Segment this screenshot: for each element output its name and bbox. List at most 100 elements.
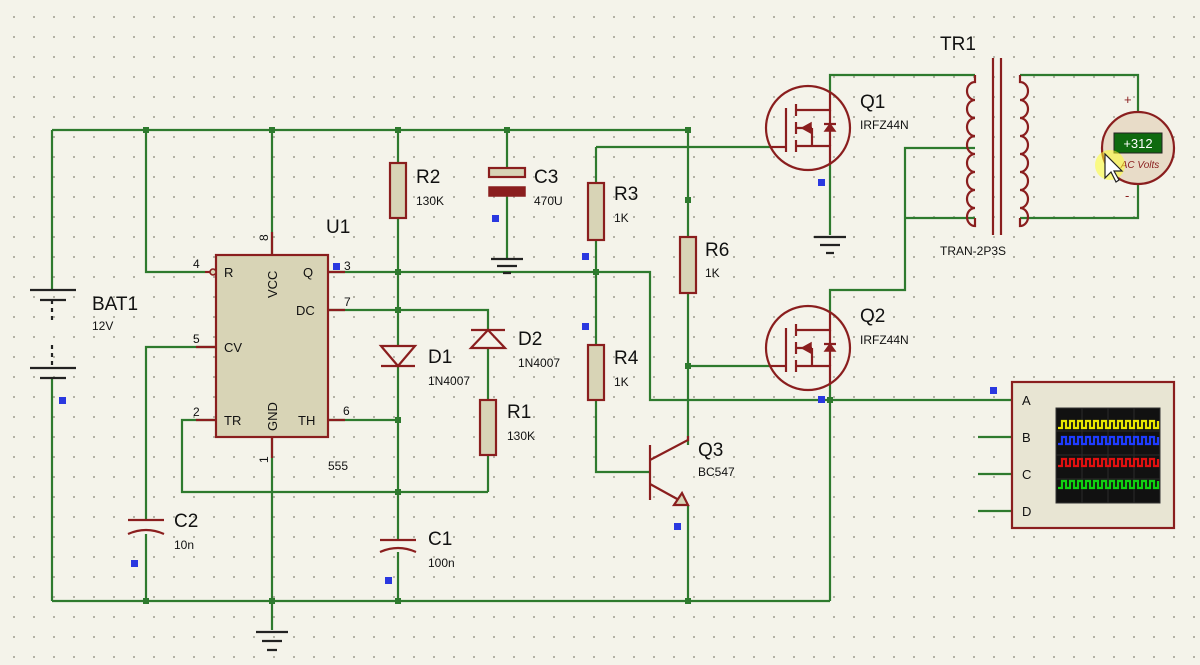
wire-discharge[interactable] [328,308,490,330]
u1-ref: U1 [326,217,350,238]
resistor-r2[interactable]: R2 130K [388,161,444,220]
junction-dot [395,307,401,313]
diode-d1[interactable]: D1 1N4007 [378,344,470,388]
junctions [143,127,833,604]
capacitor-c3[interactable]: C3 470U [487,166,563,208]
u1-pin-vcc: VCC [265,271,280,298]
transformer-tr1[interactable]: TR1 TRAN-2P3S [940,34,1030,258]
u1-pin-num-8: 8 [257,234,271,241]
tr1-ref: TR1 [940,34,976,55]
pin-markers [59,179,997,584]
voltmeter-plus: + [1124,92,1132,107]
capacitor-c1[interactable]: C1 100n [379,529,455,570]
wire-reset[interactable] [144,130,205,274]
u1-pin-num-1: 1 [257,456,271,463]
scope-trace-3 [1058,457,1160,468]
bat1-ref: BAT1 [92,294,138,315]
wire-q1-drain[interactable] [828,73,975,92]
diode-d2[interactable]: D2 1N4007 [468,328,560,370]
u1-pin-dc: DC [296,303,315,318]
scope-trace-4 [1058,479,1160,490]
resistor-r4[interactable]: R4 1K [586,343,639,402]
u1-pin-num-4: 4 [193,257,200,271]
u1-pin-num-5: 5 [193,332,200,346]
pin-marker [385,577,392,584]
r3-ref: R3 [614,184,638,205]
d2-ref: D2 [518,329,542,350]
junction-dot [827,397,833,403]
ic-u1-555[interactable]: R CV TR Q DC TH VCC GND 4 8 3 7 5 2 1 6 … [193,217,351,473]
junction-dot [269,598,275,604]
wire-secondary-bottom[interactable] [1020,184,1140,220]
wires [50,73,1140,630]
pin-marker [818,179,825,186]
ground-symbol [256,630,288,652]
pin-marker [674,523,681,530]
junction-dot [143,598,149,604]
u1-pin-cv: CV [224,340,242,355]
wire-q3-base[interactable] [594,400,650,474]
junction-dot [685,598,691,604]
u1-pin-num-7: 7 [344,295,351,309]
capacitor-c2[interactable]: C2 10n [127,511,198,552]
u1-pin-num-6: 6 [343,404,350,418]
u1-pin-tr: TR [224,413,241,428]
resistor-r3[interactable]: R3 1K [586,181,638,242]
resistor-r1[interactable]: R1 130K [478,398,535,457]
ground-symbol [491,257,523,275]
transistor-q3[interactable]: Q3 BC547 [648,436,735,507]
u1-pin-r: R [224,265,233,280]
c2-value: 10n [174,538,194,552]
scope-channel-a: A [1022,393,1031,408]
d1-ref: D1 [428,347,452,368]
ground-symbol [814,235,846,255]
junction-dot [395,598,401,604]
d2-value: 1N4007 [518,356,560,370]
c1-value: 100n [428,556,455,570]
mosfet-q2[interactable]: Q2 IRFZ44N [764,304,909,392]
wire-q2-drain[interactable] [828,146,975,312]
r6-value: 1K [705,266,720,280]
voltmeter-unit: AC Volts [1120,160,1160,171]
junction-dot [395,417,401,423]
pin-marker [59,397,66,404]
c1-ref: C1 [428,529,452,550]
mosfet-q1[interactable]: Q1 IRFZ44N [764,84,909,172]
pin-marker [492,215,499,222]
scope-channel-c: C [1022,467,1031,482]
pin-marker [582,253,589,260]
r4-value: 1K [614,375,629,389]
r2-ref: R2 [416,167,440,188]
q2-value: IRFZ44N [860,333,909,347]
junction-dot [685,197,691,203]
scope-channel-b: B [1022,430,1031,445]
junction-dot [685,363,691,369]
junction-dot [395,269,401,275]
wire-cv[interactable] [144,345,216,520]
u1-type: 555 [328,459,348,473]
mouse-cursor [1095,150,1125,183]
u1-pin-gnd: GND [265,402,280,431]
scope-traces [1058,419,1160,490]
u1-pin-q: Q [303,265,313,280]
d1-value: 1N4007 [428,374,470,388]
voltmeter-reading: +312 [1123,136,1152,151]
junction-dot [504,127,510,133]
oscilloscope[interactable]: A B C D [1010,380,1176,530]
c2-ref: C2 [174,511,198,532]
q3-ref: Q3 [698,440,723,461]
u1-pin-num-2: 2 [193,405,200,419]
battery-bat1[interactable]: BAT1 12V [30,288,138,380]
junction-dot [593,269,599,275]
wire-secondary-top[interactable] [1020,73,1140,112]
tr1-value: TRAN-2P3S [940,244,1006,258]
q1-ref: Q1 [860,92,885,113]
u1-pin-th: TH [298,413,315,428]
c3-value: 470U [534,194,563,208]
q1-value: IRFZ44N [860,118,909,132]
scope-trace-2 [1058,435,1160,446]
r4-ref: R4 [614,348,639,369]
q3-value: BC547 [698,465,735,479]
resistor-r6[interactable]: R6 1K [678,235,729,295]
